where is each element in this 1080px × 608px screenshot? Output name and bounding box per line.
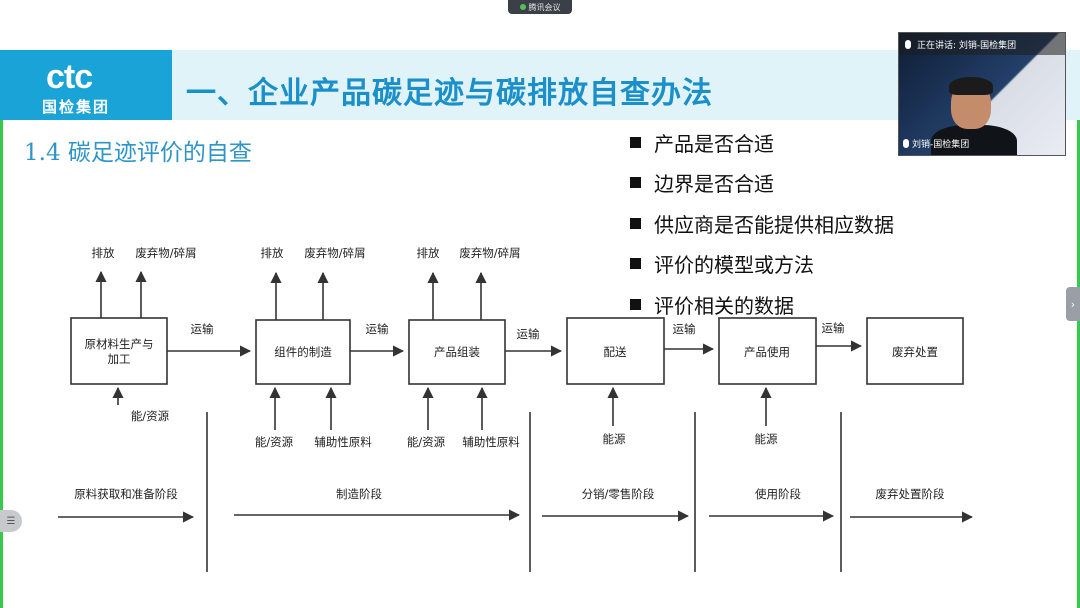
microphone-icon (903, 139, 909, 148)
video-name-tag: 刘销-国检集团 (903, 137, 969, 150)
input-label: 能源 (603, 432, 626, 446)
input-label: 能/资源 (131, 409, 170, 423)
list-icon[interactable]: ☰ (0, 510, 22, 532)
bullet-square-icon (630, 177, 641, 189)
speaker-hair (949, 77, 993, 95)
process-box-component (255, 319, 351, 385)
process-box-label: 产品使用 (744, 345, 790, 359)
speaker-body (931, 125, 1017, 155)
checklist: 产品是否合适 边界是否合适 供应商是否能提供相应数据 评价的模型或方法 评价相关… (630, 122, 894, 325)
checklist-item: 评价相关的数据 (630, 284, 894, 325)
transport-label: 运输 (191, 322, 214, 336)
process-box-label: 原材料生产与 (85, 337, 154, 351)
slide-title: 一、企业产品碳足迹与碳排放自查办法 (186, 76, 713, 111)
logo-company-name: 国检集团 (42, 98, 111, 116)
input-label: 能源 (755, 432, 778, 446)
checklist-item: 评价的模型或方法 (630, 244, 894, 285)
bullet-square-icon (630, 258, 641, 270)
output-label-emission: 排放 (417, 246, 440, 260)
process-box-distribution (566, 317, 665, 385)
transport-label: 运输 (822, 321, 845, 335)
meeting-app-tab[interactable]: 腾讯会议 (508, 0, 572, 14)
stage-label: 分销/零售阶段 (582, 487, 655, 501)
transport-label: 运输 (517, 327, 540, 341)
video-name-label: 刘销-国检集团 (912, 140, 970, 150)
microphone-icon (905, 39, 911, 49)
bullet-square-icon (630, 298, 641, 310)
checklist-item-text: 产品是否合适 (654, 131, 774, 156)
process-box-label: 组件的制造 (274, 345, 332, 359)
transport-label: 运输 (366, 322, 389, 336)
process-box-label: 配送 (604, 345, 627, 359)
checklist-item-text: 边界是否合适 (654, 172, 774, 197)
speaking-indicator: 正在讲话: 刘销-国检集团 (899, 33, 1065, 55)
meeting-status-icon (519, 4, 526, 10)
chevron-right-icon[interactable]: › (1066, 287, 1080, 321)
process-box-label: 加工 (108, 352, 131, 366)
output-label-emission: 排放 (261, 246, 284, 260)
output-label-emission: 排放 (92, 246, 115, 260)
checklist-item-text: 供应商是否能提供相应数据 (654, 212, 894, 237)
speaker-video[interactable]: 正在讲话: 刘销-国检集团 刘销-国检集团 (898, 32, 1066, 156)
share-border-right (1077, 50, 1080, 608)
input-label: 能/资源 (255, 435, 294, 449)
checklist-item-text: 评价的模型或方法 (654, 253, 814, 278)
checklist-item: 产品是否合适 (630, 122, 894, 163)
input-label: 辅助性原料 (314, 435, 372, 449)
speaking-label: 正在讲话: 刘销-国检集团 (917, 40, 1017, 51)
process-box-assembly (408, 319, 506, 385)
process-box-use (718, 317, 817, 385)
stage-label: 使用阶段 (755, 487, 801, 501)
process-box-disposal (866, 317, 964, 385)
input-label: 辅助性原料 (462, 435, 520, 449)
share-border-left (0, 50, 3, 608)
output-label-waste: 废弃物/碎屑 (135, 246, 196, 260)
input-label: 能/资源 (407, 435, 446, 449)
transport-label: 运输 (673, 322, 696, 336)
logo (0, 50, 172, 120)
checklist-item: 供应商是否能提供相应数据 (630, 203, 894, 244)
bullet-square-icon (630, 217, 641, 229)
stage-label: 制造阶段 (336, 487, 382, 501)
logo-text: ctc (46, 58, 93, 96)
stage-label: 原料获取和准备阶段 (74, 487, 178, 501)
process-box-label: 产品组装 (434, 345, 480, 359)
output-label-waste: 废弃物/碎屑 (459, 246, 520, 260)
process-box-raw-material (70, 317, 168, 385)
checklist-item: 边界是否合适 (630, 163, 894, 204)
checklist-item-text: 评价相关的数据 (654, 293, 794, 318)
bullet-square-icon (630, 136, 641, 148)
output-label-waste: 废弃物/碎屑 (304, 246, 365, 260)
meeting-tab-label: 腾讯会议 (528, 2, 561, 12)
section-subtitle: 1.4 碳足迹评价的自查 (24, 140, 252, 166)
process-box-label: 废弃处置 (892, 345, 938, 359)
stage-label: 废弃处置阶段 (876, 487, 945, 501)
